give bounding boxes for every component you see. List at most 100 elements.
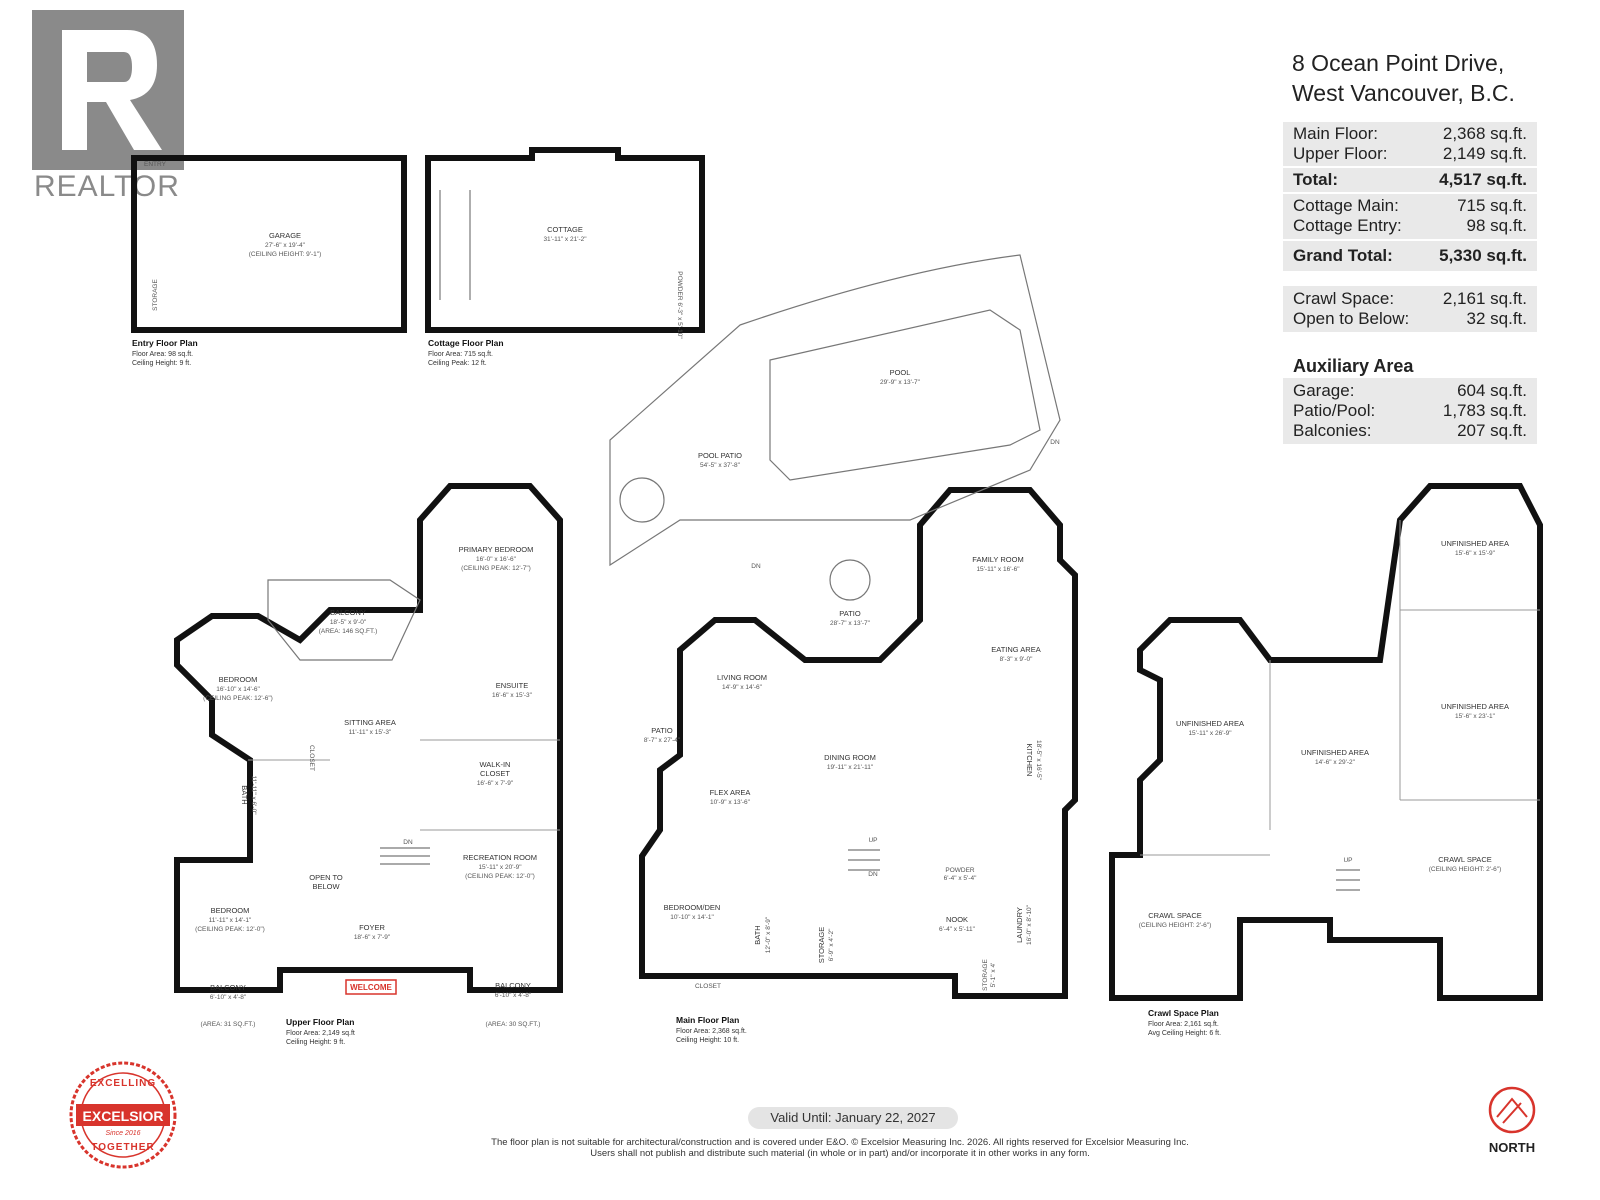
dim-bedroom-1: 16'-10" x 14'-6" bbox=[216, 686, 260, 693]
pool-patio-outline bbox=[609, 254, 1061, 567]
extra-bedroom-1: (CEILING PEAK: 12'-6") bbox=[203, 695, 273, 702]
label-bedroom-1: BEDROOM bbox=[219, 675, 258, 684]
extra-garage: (CEILING HEIGHT: 9'-1") bbox=[249, 251, 322, 258]
north-indicator: NORTH bbox=[1482, 1085, 1542, 1155]
label-dn-main-patio: DN bbox=[751, 563, 761, 570]
dim-pool-patio: 54'-5" x 37'-8" bbox=[700, 462, 741, 469]
dim-nook: 6'-4" x 5'-11" bbox=[939, 926, 976, 933]
upper-plan-title: Upper Floor Plan bbox=[286, 1017, 354, 1027]
dim-crawl-space-2: (CEILING HEIGHT: 2'-6") bbox=[1139, 922, 1212, 929]
address-line-1: 8 Ocean Point Drive, bbox=[1292, 50, 1505, 76]
label-balcony-left: BALCONY bbox=[210, 983, 246, 992]
label-up-main-stair: UP bbox=[868, 837, 877, 844]
label-unfinished-1: UNFINISHED AREA bbox=[1441, 539, 1509, 548]
label-family-room: FAMILY ROOM bbox=[972, 555, 1023, 564]
extra-recreation: (CEILING PEAK: 12'-0") bbox=[465, 873, 535, 880]
label-patio-side: PATIO bbox=[651, 726, 673, 735]
label-unfinished-4: UNFINISHED AREA bbox=[1301, 748, 1369, 757]
label-balcony-right: BALCONY bbox=[495, 981, 531, 990]
area-row-main-floor: Main Floor:2,368 sq.ft. bbox=[1293, 124, 1527, 143]
dim-sitting-area: 11'-11" x 15'-3" bbox=[349, 729, 392, 736]
area-row-balconies: Balconies:207 sq.ft. bbox=[1293, 421, 1527, 440]
label-crawl-space-1: CRAWL SPACE bbox=[1438, 855, 1491, 864]
label-storage-main: STORAGE bbox=[817, 927, 826, 964]
area-row-cottage-entry: Cottage Entry:98 sq.ft. bbox=[1293, 216, 1527, 235]
excelsior-name: EXCELSIOR bbox=[82, 1108, 164, 1124]
welcome-mat bbox=[345, 979, 397, 995]
north-label: NORTH bbox=[1488, 1140, 1536, 1155]
label-bath-upper: BATH bbox=[240, 785, 249, 804]
area-row-upper-floor: Upper Floor:2,149 sq.ft. bbox=[1293, 144, 1527, 163]
label-pool-patio: POOL PATIO bbox=[698, 451, 742, 460]
realtor-logo: REALTOR bbox=[32, 10, 202, 215]
dim-unfinished-3: 15'-6" x 23'-1" bbox=[1455, 713, 1496, 720]
label-patio-main: PATIO bbox=[839, 609, 861, 618]
label-bath-main: BATH bbox=[753, 925, 762, 944]
entry-plan-title: Entry Floor Plan bbox=[132, 338, 198, 348]
label-sitting-area: SITTING AREA bbox=[344, 718, 396, 727]
upper-balcony-outline bbox=[267, 579, 421, 661]
dim-cottage: 31'-11" x 21'-2" bbox=[543, 236, 587, 243]
main-plan-title: Main Floor Plan bbox=[676, 1015, 739, 1025]
crawl-plan-height: Avg Ceiling Height: 6 ft. bbox=[1148, 1030, 1221, 1037]
label-closet-upper: CLOSET bbox=[308, 745, 315, 771]
label-open-below: BELOW bbox=[312, 882, 340, 891]
dim-ensuite: 16'-6" x 15'-3" bbox=[492, 692, 533, 699]
crawl-space-walls bbox=[1109, 483, 1543, 1001]
label-pool: POOL bbox=[890, 368, 911, 377]
dim-powder-main: 6'-4" x 5'-4" bbox=[944, 875, 977, 882]
pool-patio-table bbox=[619, 477, 665, 523]
auxiliary-area-summary: Garage:604 sq.ft. Patio/Pool:1,783 sq.ft… bbox=[1283, 378, 1537, 444]
main-plan-area: Floor Area: 2,368 sq.ft. bbox=[676, 1028, 747, 1035]
dim-walk-in: 16'-6" x 7'-9" bbox=[477, 780, 514, 787]
area-row-total: Total:4,517 sq.ft. bbox=[1293, 170, 1527, 189]
label-dining-room: DINING ROOM bbox=[824, 753, 876, 762]
label-upper-balcony: BALCONY bbox=[330, 608, 366, 617]
patio-table bbox=[829, 559, 871, 601]
main-plan-height: Ceiling Height: 10 ft. bbox=[676, 1037, 739, 1044]
label-closet-main: CLOSET bbox=[695, 983, 721, 990]
label-dn-upper: DN bbox=[403, 839, 413, 846]
label-living-room: LIVING ROOM bbox=[717, 673, 767, 682]
cottage-plan-title: Cottage Floor Plan bbox=[428, 338, 504, 348]
label-garage-storage: STORAGE bbox=[152, 279, 159, 311]
dim-eating-area: 8'-3" x 9'-0" bbox=[1000, 656, 1033, 663]
main-floor-walls bbox=[639, 487, 1078, 999]
dim-garage: 27'-6" x 19'-4" bbox=[265, 242, 306, 249]
floor-area-summary: Main Floor:2,368 sq.ft. Upper Floor:2,14… bbox=[1283, 122, 1537, 271]
extra-upper-balcony: (AREA: 146 SQ.FT.) bbox=[319, 628, 378, 635]
realtor-logo-text: REALTOR bbox=[34, 170, 180, 203]
area-row-garage: Garage:604 sq.ft. bbox=[1293, 381, 1527, 400]
dim-bedroom-den: 10'-10" x 14'-1" bbox=[670, 914, 714, 921]
label-powder-main: POWDER bbox=[945, 867, 975, 874]
label-entry: ENTRY bbox=[144, 161, 167, 168]
label-dn-main-stair: DN bbox=[868, 871, 878, 878]
entry-plan-height: Ceiling Height: 9 ft. bbox=[132, 360, 191, 367]
label-recreation: RECREATION ROOM bbox=[463, 853, 537, 862]
label-cottage: COTTAGE bbox=[547, 225, 583, 234]
label-kitchen: KITCHEN bbox=[1025, 744, 1034, 777]
dim-unfinished-1: 15'-6" x 15'-9" bbox=[1455, 550, 1496, 557]
upper-plan-area: Floor Area: 2,149 sq.ft bbox=[286, 1030, 355, 1037]
label-walk-in-closet: CLOSET bbox=[480, 769, 510, 778]
cottage-plan-area: Floor Area: 715 sq.ft. bbox=[428, 351, 493, 358]
pool-outline bbox=[769, 309, 1041, 481]
excelsior-bottom-text: TOGETHER bbox=[91, 1142, 155, 1153]
label-laundry: LAUNDRY bbox=[1015, 907, 1024, 943]
dim-living-room: 14'-9" x 14'-6" bbox=[722, 684, 763, 691]
dim-bedroom-2: 11'-11" x 14'-1" bbox=[209, 917, 252, 924]
upper-floor-walls bbox=[174, 483, 563, 993]
dim-unfinished-4: 14'-6" x 29'-2" bbox=[1315, 759, 1356, 766]
dim-storage-small: 5'-1" x 4' bbox=[990, 963, 997, 988]
area-row-grand-total: Grand Total:5,330 sq.ft. bbox=[1293, 246, 1527, 265]
crawl-plan-area: Floor Area: 2,161 sq.ft. bbox=[1148, 1021, 1219, 1028]
dim-primary-bedroom: 16'-0" x 16'-6" bbox=[476, 556, 517, 563]
crawl-area-summary: Crawl Space:2,161 sq.ft. Open to Below:3… bbox=[1283, 286, 1537, 332]
label-bedroom-2: BEDROOM bbox=[211, 906, 250, 915]
extra-primary-bedroom: (CEILING PEAK: 12'-7") bbox=[461, 565, 531, 572]
label-bedroom-den: BEDROOM/DEN bbox=[664, 903, 721, 912]
label-crawl-space-2: CRAWL SPACE bbox=[1148, 911, 1201, 920]
label-ensuite: ENSUITE bbox=[496, 681, 529, 690]
cottage-walls bbox=[425, 147, 705, 333]
